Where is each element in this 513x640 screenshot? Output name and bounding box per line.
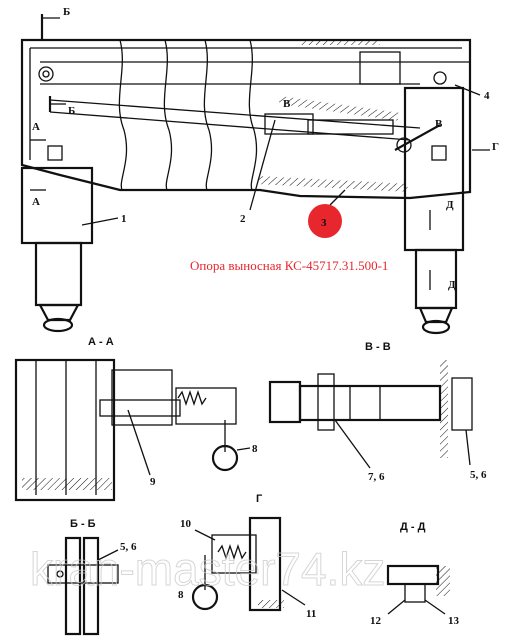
break-line-3 <box>203 39 213 191</box>
leader-2 <box>249 119 276 211</box>
callout-2: 2 <box>240 213 246 225</box>
mark-b-top: Б <box>63 6 70 18</box>
g-housing <box>211 534 257 574</box>
break-line-1 <box>118 39 128 191</box>
hatched-strip-upper <box>278 95 399 121</box>
view-title-dd: Д - Д <box>400 521 426 533</box>
callout-10: 10 <box>180 518 192 530</box>
leader-9 <box>127 409 151 476</box>
vv-collar <box>317 373 335 431</box>
mark-g-right: Г <box>492 141 499 153</box>
g-hatch <box>258 600 284 608</box>
vv-bolt <box>451 377 473 431</box>
inner-beam-slope-2 <box>49 111 411 141</box>
callout-12: 12 <box>370 615 382 627</box>
callout-4: 4 <box>484 90 490 102</box>
view-vv: В - В 7, 6 5, 6 <box>268 341 487 483</box>
break-line-2 <box>163 39 173 191</box>
leader-13 <box>424 599 446 615</box>
left-leg-lower <box>34 241 83 307</box>
vv-cap <box>268 380 302 424</box>
left-leg-foot <box>38 303 80 322</box>
beam-outline <box>20 38 472 200</box>
view-aa: А - А 9 8 <box>14 336 258 502</box>
aa-knob <box>211 444 239 472</box>
dd-bolt <box>404 583 426 603</box>
vv-body <box>298 384 442 422</box>
view-title-g: Г <box>256 493 263 505</box>
leader-3 <box>329 189 346 206</box>
main-view: Б Б А А В В Г Д Д 1 2 4 <box>20 6 499 335</box>
mark-v-right: В <box>435 118 443 130</box>
aa-housing <box>111 369 173 426</box>
marker-circle <box>308 204 342 238</box>
mark-a-left2: А <box>32 196 40 208</box>
cylinder-body <box>264 113 314 135</box>
callout-5b: 5, 6 <box>120 541 137 553</box>
dd-hatch <box>436 566 450 596</box>
bolt-left <box>47 145 63 161</box>
leader-10 <box>194 529 216 541</box>
view-dd: Д - Д 12 13 <box>370 521 460 627</box>
leader-12 <box>387 599 406 615</box>
cylinder-rod <box>307 119 394 135</box>
drawing-caption: Опора выносная КС-45717.31.500-1 <box>190 258 388 273</box>
left-leg-pad <box>42 317 74 333</box>
break-line-4 <box>248 39 258 191</box>
bb-plate-right <box>82 536 100 636</box>
callout-8b: 8 <box>178 589 184 601</box>
g-spring <box>217 543 247 561</box>
mark-b-left: Б <box>68 105 75 117</box>
leader-5b <box>97 549 119 561</box>
lock-lever <box>394 124 441 151</box>
watermark: kran-master74.kz <box>30 543 385 595</box>
callout-8: 8 <box>252 443 258 455</box>
inner-beam-slope-1 <box>49 99 421 129</box>
callout-7: 7, 6 <box>368 471 385 483</box>
mark-d-right: Д <box>446 199 454 211</box>
callout-1: 1 <box>121 213 127 225</box>
marker-number: 3 <box>321 217 327 229</box>
aa-hatch-bottom <box>22 478 112 490</box>
view-title-bb: Б - Б <box>70 518 96 530</box>
view-bb: Б - Б 5, 6 <box>47 518 137 636</box>
red-marker[interactable]: 3 <box>308 204 342 238</box>
hatched-strip-lower <box>257 175 408 192</box>
pin-right <box>433 71 447 85</box>
leader-5 <box>465 429 471 466</box>
leader-1 <box>81 217 119 226</box>
beam-window <box>359 51 401 85</box>
dd-body <box>386 564 440 586</box>
right-leg-upper <box>403 86 465 252</box>
leader-7 <box>334 419 371 469</box>
aa-pin <box>99 399 181 417</box>
vv-plate <box>440 360 448 458</box>
mark-d-right2: Д <box>448 279 456 291</box>
callout-13: 13 <box>448 615 460 627</box>
aa-outer <box>14 358 116 502</box>
right-leg-pad <box>421 319 451 335</box>
leader-11 <box>281 589 306 606</box>
view-title-vv: В - В <box>365 341 391 353</box>
aa-spring <box>177 389 207 407</box>
view-title-aa: А - А <box>88 336 114 348</box>
mark-a-left: А <box>32 121 40 133</box>
view-g: Г 10 8 11 <box>178 493 316 620</box>
leader-8 <box>236 447 251 451</box>
bb-plate-left <box>64 536 82 636</box>
callout-5: 5, 6 <box>470 469 487 481</box>
leader-4 <box>454 84 481 96</box>
hatched-strip-top <box>300 40 380 45</box>
bolt-right <box>431 145 447 161</box>
pin-left <box>38 66 54 82</box>
bb-pin <box>47 564 119 584</box>
mark-v-mid: В <box>283 98 291 110</box>
g-plate <box>248 516 282 612</box>
aa-spring-housing <box>175 387 237 425</box>
callout-11: 11 <box>306 608 316 620</box>
g-knob <box>191 583 219 611</box>
callout-9: 9 <box>150 476 156 488</box>
